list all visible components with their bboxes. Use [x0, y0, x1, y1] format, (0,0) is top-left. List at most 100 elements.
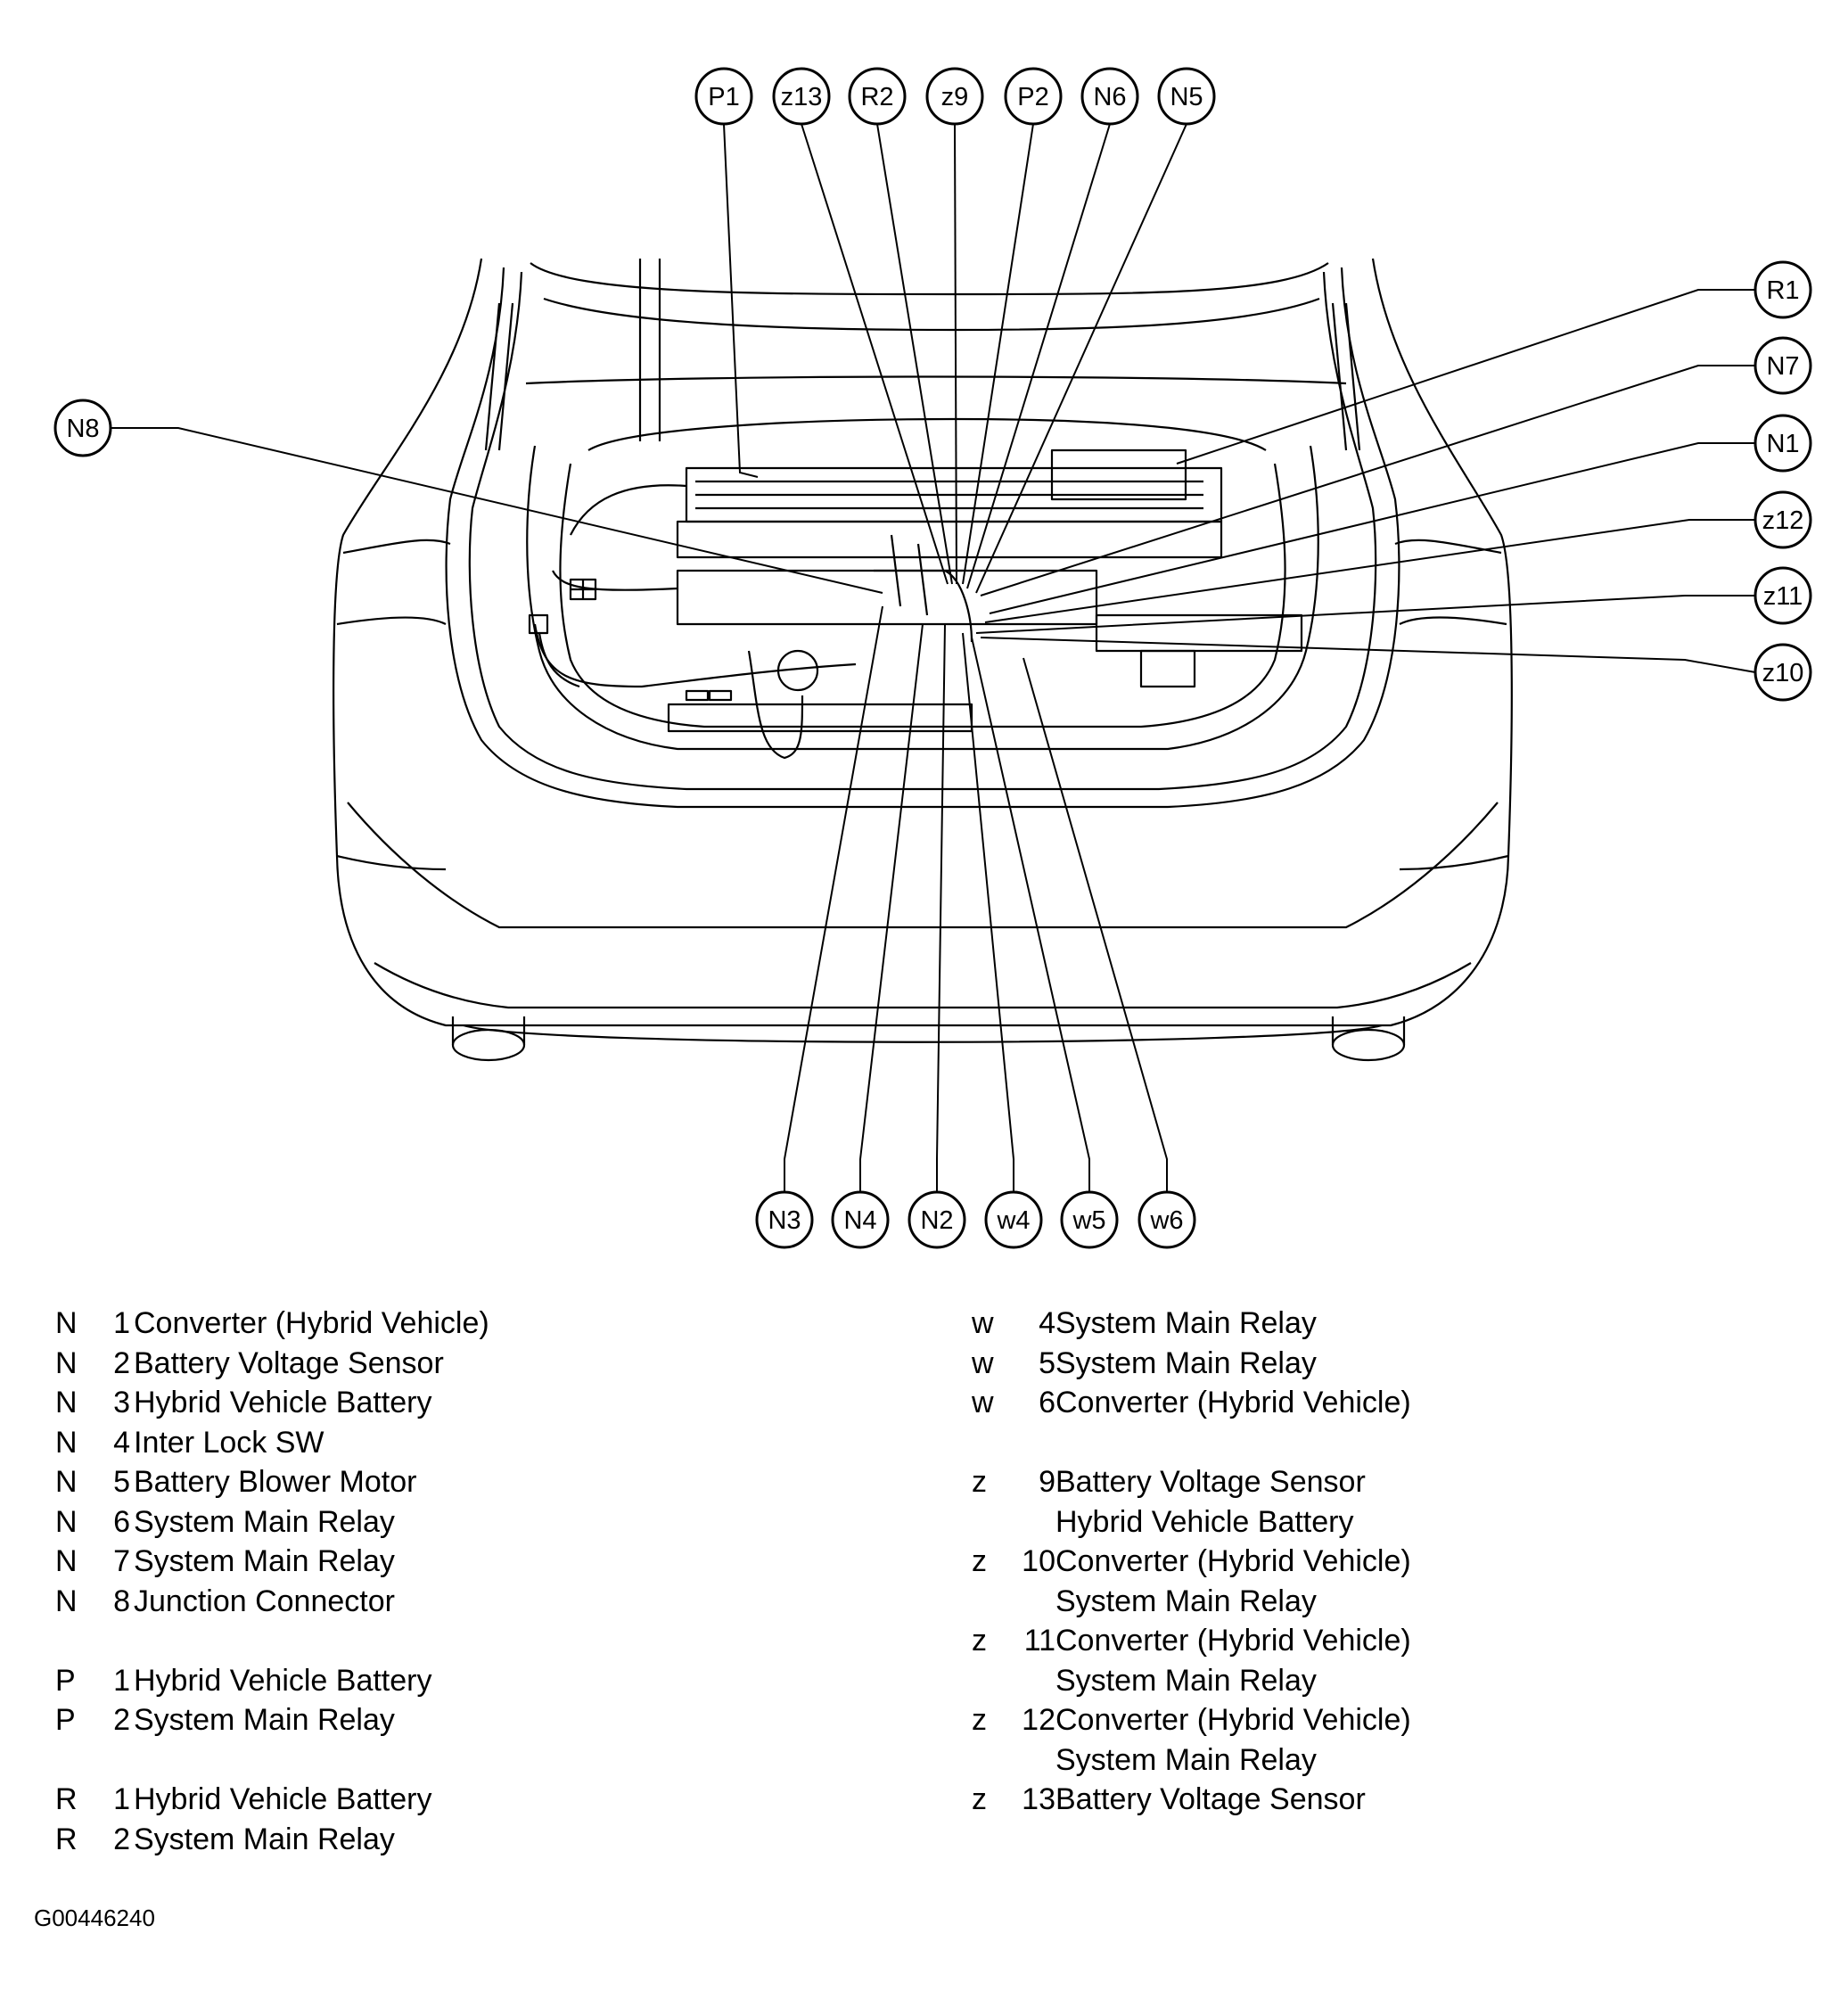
legend-number: 12 [1022, 1703, 1055, 1737]
legend-description: Hybrid Vehicle Battery [1055, 1504, 1354, 1539]
legend-prefix: P [55, 1663, 76, 1698]
legend-number: 2 [113, 1703, 130, 1737]
legend-prefix: N [55, 1345, 78, 1380]
legend-description: System Main Relay [134, 1504, 395, 1539]
legend-description: Battery Voltage Sensor [1055, 1465, 1366, 1499]
legend-prefix: z [972, 1624, 987, 1658]
leader-line-n6 [966, 123, 1111, 589]
legend-description: Battery Voltage Sensor [134, 1345, 444, 1380]
legend-number: 11 [1023, 1624, 1055, 1658]
legend-number: 2 [113, 1822, 130, 1856]
legend-prefix: N [55, 1584, 78, 1618]
legend-prefix: w [972, 1386, 994, 1419]
legend-description: Hybrid Vehicle Battery [134, 1782, 432, 1816]
leader-line-w4 [962, 632, 1014, 1192]
legend-number: 5 [1039, 1345, 1055, 1380]
legend-prefix: N [55, 1504, 78, 1539]
callout-z13: z13 [772, 67, 831, 126]
legend-description: Battery Voltage Sensor [1055, 1782, 1366, 1816]
callout-circle [984, 1190, 1043, 1249]
callout-label: N4 [843, 1206, 876, 1235]
legend-number: 1 [113, 1663, 130, 1698]
leader-line-z10 [980, 637, 1756, 673]
leader-line-z11 [975, 595, 1755, 634]
legend-prefix: R [55, 1782, 78, 1816]
callout-z10: z10 [1754, 643, 1812, 702]
leader-line-n4 [859, 623, 924, 1192]
callout-label: N1 [1766, 430, 1799, 458]
callout-circle [1080, 67, 1139, 126]
legend-description: System Main Relay [1055, 1345, 1317, 1380]
legend-number: 2 [113, 1345, 130, 1380]
leader-line-w6 [1023, 657, 1168, 1192]
leader-line-z13 [801, 123, 949, 585]
legend-description: System Main Relay [1055, 1306, 1317, 1340]
leader-line-n7 [980, 365, 1755, 596]
legend-number: 6 [1039, 1386, 1055, 1419]
callout-label: N8 [66, 415, 99, 443]
callout-n4: N4 [831, 1190, 890, 1249]
callout-label: P2 [1017, 83, 1048, 111]
legend-number: 13 [1022, 1782, 1055, 1816]
legend-description: System Main Relay [134, 1822, 395, 1856]
callout-z9: z9 [925, 67, 984, 126]
callout-label: N5 [1170, 83, 1203, 111]
figure-id: G00446240 [34, 1905, 155, 1931]
legend-description: Junction Connector [134, 1584, 395, 1618]
callout-label: w6 [1149, 1206, 1183, 1235]
callout-circle [1004, 67, 1063, 126]
callout-circle [1754, 566, 1812, 625]
legend-prefix: P [55, 1703, 76, 1737]
callout-circle [1754, 336, 1812, 395]
callout-z12: z12 [1754, 490, 1812, 549]
callout-label: z10 [1762, 659, 1804, 687]
legend-description: Converter (Hybrid Vehicle) [1055, 1386, 1411, 1419]
legend-number: 7 [113, 1544, 130, 1578]
callout-w4: w4 [984, 1190, 1043, 1249]
callout-p1: P1 [694, 67, 753, 126]
legend-description: System Main Relay [1055, 1663, 1317, 1698]
callout-n2: N2 [908, 1190, 966, 1249]
callout-circle [831, 1190, 890, 1249]
legend-description: Inter Lock SW [134, 1425, 324, 1460]
leader-line-r1 [1176, 289, 1755, 465]
callout-n7: N7 [1754, 336, 1812, 395]
leader-line-n5 [975, 123, 1187, 594]
legend-description: System Main Relay [1055, 1584, 1317, 1618]
callout-circle [925, 67, 984, 126]
legend-description: Converter (Hybrid Vehicle) [1055, 1624, 1411, 1658]
callout-r2: R2 [848, 67, 907, 126]
callout-label: N6 [1093, 83, 1126, 111]
legend-description: System Main Relay [1055, 1742, 1317, 1777]
legend-description: Converter (Hybrid Vehicle) [134, 1306, 489, 1340]
vehicle-rear-outline [333, 258, 1513, 1062]
legend-number: 3 [113, 1386, 130, 1419]
callout-n8: N8 [53, 399, 112, 457]
callout-circle [908, 1190, 966, 1249]
leader-line-w5 [971, 637, 1090, 1192]
leader-line-n8 [111, 427, 883, 594]
legend-number: 1 [113, 1782, 130, 1816]
callout-label: w5 [1072, 1206, 1105, 1235]
legend-description: Converter (Hybrid Vehicle) [1055, 1544, 1411, 1578]
callout-label: N2 [920, 1206, 953, 1235]
callout-circle [1754, 490, 1812, 549]
callout-label: z13 [781, 83, 823, 111]
callout-leader-lines [111, 123, 1756, 1192]
legend-description: Hybrid Vehicle Battery [134, 1663, 432, 1698]
callout-label: z11 [1763, 582, 1803, 611]
callout-label: N3 [768, 1206, 801, 1235]
legend-prefix: w [972, 1345, 994, 1380]
legend-number: 4 [1039, 1306, 1055, 1340]
callout-n1: N1 [1754, 414, 1812, 473]
callout-circle [1754, 643, 1812, 702]
leader-line-n2 [936, 623, 946, 1192]
callout-circle [694, 67, 753, 126]
callout-circle [772, 67, 831, 126]
legend-description: Converter (Hybrid Vehicle) [1055, 1703, 1411, 1737]
callout-circle [1754, 260, 1812, 319]
legend-number: 9 [1039, 1465, 1055, 1499]
legend-prefix: R [55, 1822, 78, 1856]
callout-w5: w5 [1060, 1190, 1119, 1249]
